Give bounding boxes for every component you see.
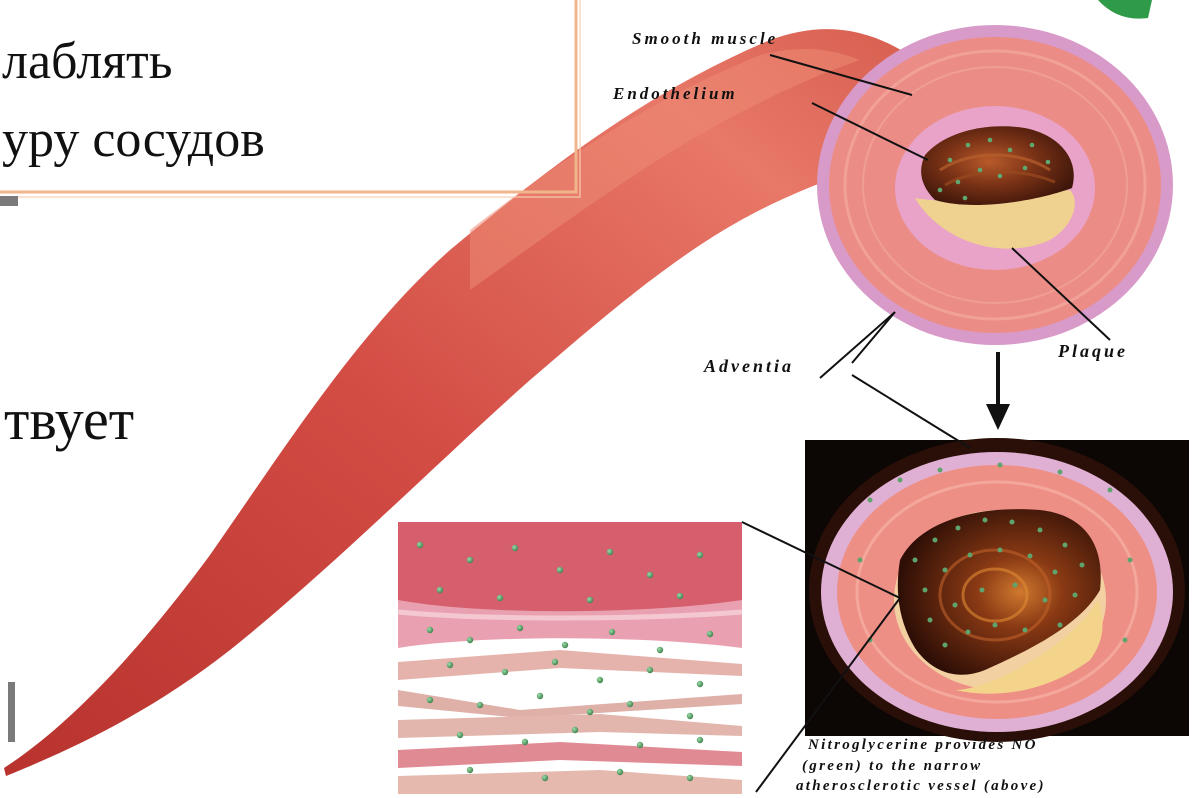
down-arrow-head [986,404,1010,430]
label-plaque: Plaque [1058,341,1128,362]
cross-section-top [817,25,1173,345]
slide-left-accent [8,682,15,742]
caption-line-2: (green) to the narrow [802,756,982,777]
cross-section-bottom [805,438,1189,742]
slide-text-line-2: уру сосудов [2,110,265,169]
label-smooth-muscle: Smooth muscle [632,29,778,49]
label-endothelium: Endothelium [613,84,738,104]
slide-text-line-3: твует [4,386,134,453]
slide-divider [0,196,18,206]
label-adventia: Adventia [704,356,794,377]
green-arc-fragment [1098,0,1152,19]
slide-text-line-1: лаблять [2,32,173,91]
caption-line-1: Nitroglycerine provides NO [808,735,1038,756]
caption-line-3: atherosclerotic vessel (above) [796,776,1046,797]
longitudinal-section [398,522,742,794]
